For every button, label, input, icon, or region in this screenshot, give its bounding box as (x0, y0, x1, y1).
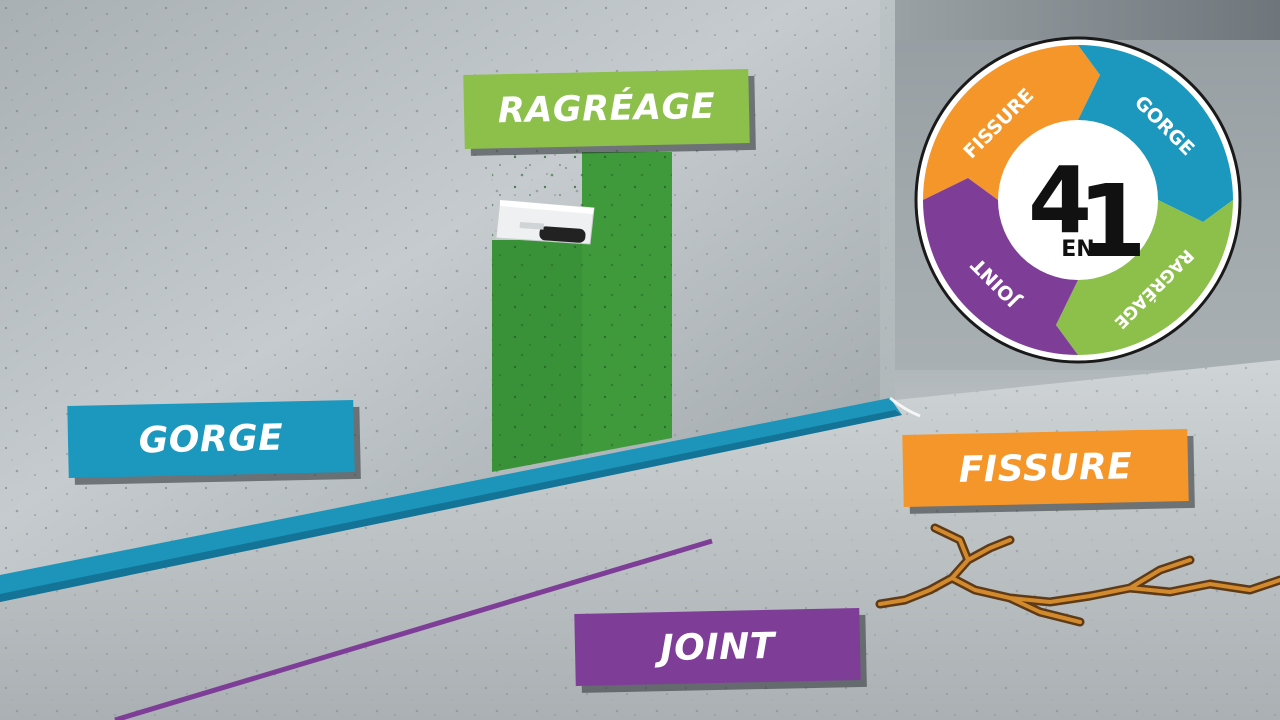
joint-line (114, 538, 713, 720)
badge-small-en: EN (1061, 237, 1094, 262)
four-in-one-badge: FISSURE GORGE RAGRÉAGE JOINT 4 1 EN (914, 36, 1242, 364)
badge-big-4: 4 (1028, 147, 1092, 254)
badge-segment-fissure (923, 45, 1100, 200)
badge-segment-joint (923, 178, 1078, 355)
badge-segment-gorge (1078, 45, 1233, 222)
label-ragreage: RAGRÉAGE (463, 69, 750, 149)
label-ragreage-text: RAGRÉAGE (497, 86, 716, 132)
crack-icon (875, 523, 1280, 627)
label-gorge: GORGE (67, 400, 355, 478)
gorge-strip (0, 396, 921, 602)
badge-big-1: 1 (1077, 163, 1147, 280)
label-fissure: FISSURE (902, 429, 1189, 507)
label-joint-text: JOINT (659, 625, 776, 669)
ragreage-patch (492, 152, 672, 472)
label-joint: JOINT (574, 608, 861, 686)
label-fissure-text: FISSURE (958, 445, 1133, 491)
trowel-icon (495, 199, 595, 245)
label-gorge-text: GORGE (138, 416, 284, 462)
badge-segment-ragreage (1056, 200, 1233, 355)
